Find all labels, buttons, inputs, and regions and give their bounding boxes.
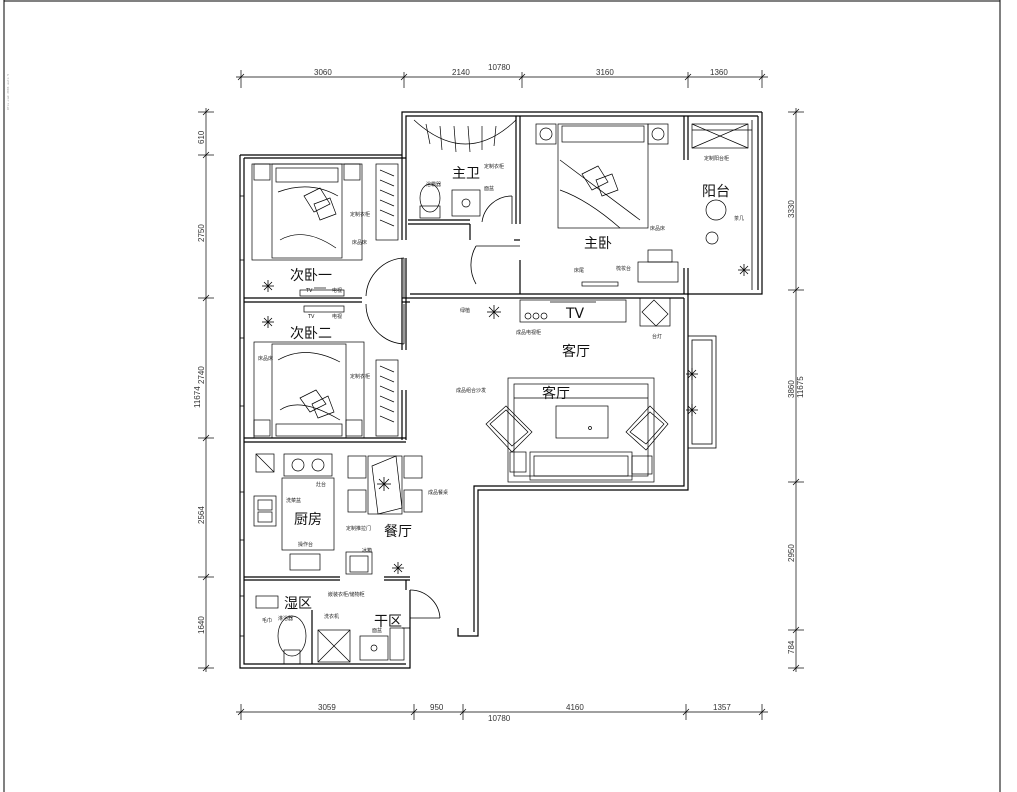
bedroom2-carpet-note: 床品床 [352, 239, 367, 246]
left-dimension-5: 1640 [197, 616, 206, 634]
bottom-dimension-3: 4160 [566, 703, 584, 712]
left-dimension-2: 2750 [197, 224, 206, 242]
bedroom2-wardrobe-note: 定制衣柜 [350, 211, 370, 218]
bedroom3-carpet-note: 床品床 [258, 355, 273, 362]
left-dimension-1: 610 [197, 130, 206, 144]
windows [239, 120, 753, 637]
living-tv-cabinet-note: 成品电视柜 [516, 329, 541, 336]
top-dimension-1: 3060 [314, 68, 332, 77]
bedroom3-cabinet-note: 电视 [332, 313, 342, 320]
dry-cabinet-note: 嵌装衣柜/储物柜 [328, 591, 365, 598]
dining-table-note: 成品餐桌 [428, 489, 448, 496]
dry-zone-label: 干区 [374, 614, 402, 630]
dry-washer-note: 洗衣机 [324, 613, 339, 620]
living-room-furniture [485, 297, 671, 483]
bottom-dimension-4: 1357 [713, 703, 731, 712]
bath-zone-fixtures [255, 595, 405, 665]
master-bedroom-label: 主卧 [584, 236, 612, 252]
bedroom2-cabinet-note: 电视 [332, 287, 342, 294]
bedroom2-tv-note: TV [305, 288, 313, 294]
balcony-furniture [691, 123, 749, 245]
wet-zone-label: 湿区 [284, 596, 312, 612]
left-dimension-4: 2564 [197, 506, 206, 524]
balcony-cabinet-note: 定制阳台柜 [704, 155, 729, 162]
top-dimension-4: 1360 [710, 68, 728, 77]
master-desk-note: 梳妆台 [616, 265, 631, 272]
balcony-table-note: 茶几 [734, 215, 744, 222]
master-carpet-note: 床品床 [650, 225, 665, 232]
side-note: Dfcs.cad 2003 auto 5 [6, 74, 10, 110]
living-plant-note: 绿植 [460, 307, 470, 314]
bottom-dimension-total: 10780 [488, 714, 511, 723]
right-dimension-2: 3860 [787, 380, 796, 398]
top-dimension-total: 10780 [488, 63, 511, 72]
drawing-frame [3, 0, 1001, 792]
walls [239, 111, 763, 669]
fridge-note: 冰箱 [362, 547, 372, 554]
tv-label: TV [565, 306, 585, 322]
living-side-note: 台灯 [652, 333, 662, 340]
left-dimension-total: 11674 [193, 386, 202, 408]
dry-basin-note: 面盆 [372, 627, 382, 634]
master-bedroom-furniture [535, 123, 679, 287]
bedroom2-furniture [251, 163, 399, 297]
doors [365, 195, 520, 629]
wet-shower-note: 淋浴器 [278, 615, 293, 622]
kitchen-counter-note: 操作台 [298, 541, 313, 548]
kitchen-door-note: 定制推拉门 [346, 525, 371, 532]
kitchen-label: 厨房 [294, 512, 322, 528]
kitchen-furniture [253, 453, 423, 575]
bottom-dimension-2: 950 [430, 703, 444, 712]
kitchen-stove-note: 灶台 [316, 481, 326, 488]
right-dimension-3: 2950 [787, 544, 796, 562]
top-dimension-line [236, 70, 768, 88]
master-chair-note: 床尾 [574, 267, 584, 274]
right-dimension-total: 11675 [796, 376, 805, 398]
right-dimension-4: 784 [787, 640, 796, 654]
living-room-label: 客厅 [562, 343, 590, 360]
plant-icons [262, 264, 750, 574]
wet-towel-note: 毛巾 [262, 617, 272, 624]
left-dimension-3: 2740 [197, 366, 206, 384]
bath-basin-note: 面盆 [484, 185, 494, 192]
kitchen-sink-note: 洗菜盆 [286, 497, 301, 504]
dining-label: 餐厅 [384, 524, 412, 540]
master-bath-fixtures [413, 119, 517, 219]
bottom-dimension-1: 3059 [318, 703, 336, 712]
bottom-dimension-line [236, 704, 768, 720]
bedroom3-label: 次卧二 [290, 326, 332, 342]
right-dimension-line [788, 108, 804, 672]
top-dimension-2: 2140 [452, 68, 470, 77]
bath-mirror-note: 定制衣柜 [484, 163, 504, 170]
bath-heater-note: 浴霸器 [426, 181, 441, 188]
bedroom3-wardrobe-note: 定制衣柜 [350, 373, 370, 380]
living-sofa-note: 成品组合沙发 [456, 387, 486, 394]
living-room-sofa-label: 客厅 [542, 385, 570, 402]
top-dimension-3: 3160 [596, 68, 614, 77]
bedroom2-label: 次卧一 [290, 268, 332, 284]
bedroom3-furniture [253, 305, 399, 439]
right-dimension-1: 3330 [787, 200, 796, 218]
bedroom3-tv-note: TV [307, 314, 315, 320]
left-dimension-line [198, 108, 214, 672]
master-bath-label: 主卫 [452, 166, 480, 182]
balcony-label: 阳台 [702, 184, 730, 200]
